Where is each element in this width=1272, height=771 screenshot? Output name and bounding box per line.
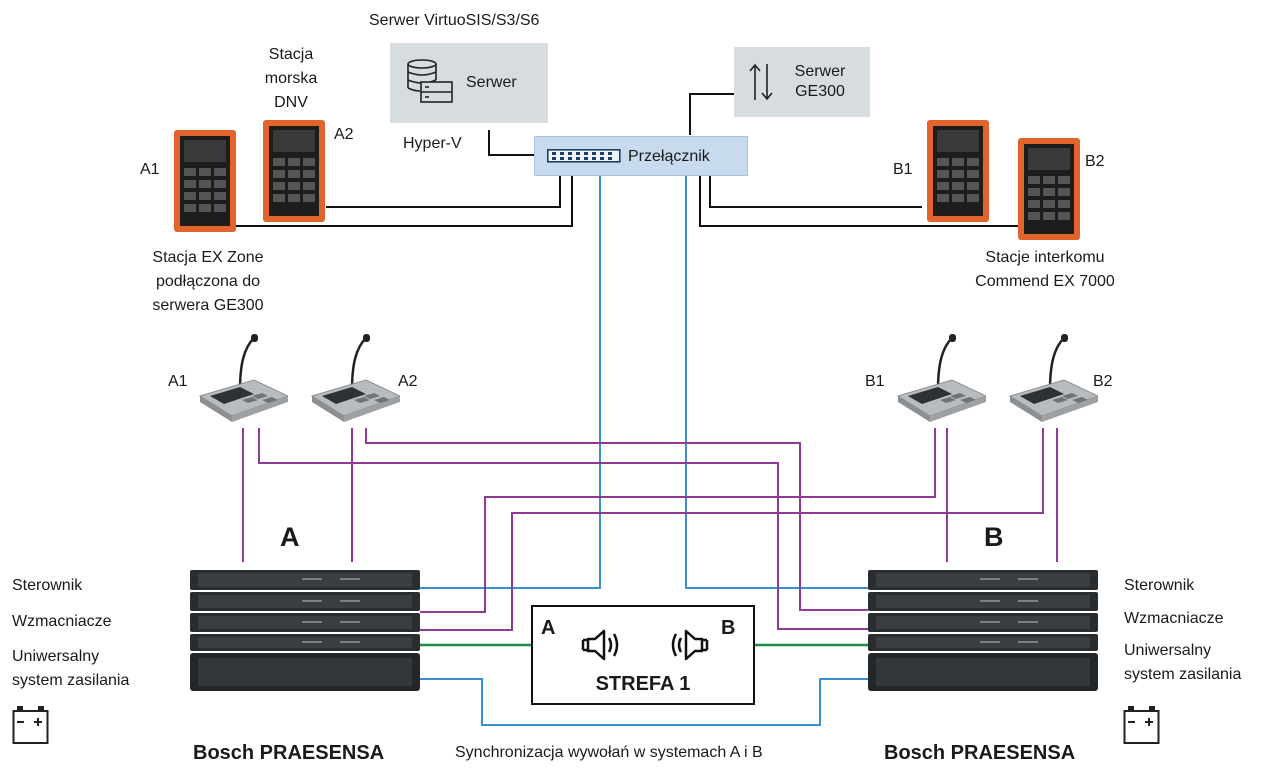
station-a1-top-label: A1 bbox=[140, 161, 160, 178]
intercom-station-b1 bbox=[927, 120, 989, 222]
ex-label-line1: Stacja EX Zone bbox=[152, 249, 264, 266]
intercom-station-a2 bbox=[263, 120, 325, 222]
sync-label: Synchronizacja wywołań w systemach A i B bbox=[455, 744, 763, 761]
speaker-b-icon bbox=[671, 629, 709, 661]
battery-icon bbox=[12, 706, 49, 744]
system-b-amplifiers-label: Wzmacniacze bbox=[1124, 610, 1224, 627]
intercom-label-line2: Commend EX 7000 bbox=[975, 273, 1115, 290]
a1-to-b bbox=[258, 428, 868, 630]
switch-to-system-b bbox=[685, 175, 868, 589]
sync-link bbox=[420, 678, 868, 726]
b2-to-a bbox=[420, 428, 1044, 631]
intercom-station-b2 bbox=[1018, 138, 1080, 240]
a2-to-b bbox=[365, 428, 868, 611]
dnv-label-line3: DNV bbox=[274, 94, 308, 111]
virtuosis-server: Serwer bbox=[390, 43, 548, 123]
ge300-label-line2: GE300 bbox=[795, 83, 845, 100]
call-station-a1-label: A1 bbox=[168, 373, 188, 390]
system-a-rack bbox=[190, 570, 420, 691]
call-station-a2-label: A2 bbox=[398, 373, 418, 390]
switch-label: Przełącznik bbox=[628, 148, 710, 165]
server-group-label: Serwer VirtuoSIS/S3/S6 bbox=[369, 12, 540, 29]
hyperv-cable bbox=[488, 130, 535, 156]
call-station-b2 bbox=[1008, 334, 1098, 422]
call-station-b2-label: B2 bbox=[1093, 373, 1113, 390]
system-b-controller-label: Sterownik bbox=[1124, 577, 1195, 594]
call-station-b1 bbox=[896, 334, 986, 422]
system-a-product-label: Bosch PRAESENSA bbox=[193, 742, 385, 764]
dnv-label-line2: morska bbox=[264, 70, 318, 87]
system-a-amplifiers-label: Wzmacniacze bbox=[12, 613, 112, 630]
ge300-label-line1: Serwer bbox=[794, 63, 846, 80]
dnv-station-cable bbox=[326, 175, 561, 208]
network-switch: Przełącznik bbox=[534, 136, 748, 176]
switch-ports-icon bbox=[547, 149, 621, 163]
intercom-station-a1 bbox=[174, 130, 236, 232]
ex-label-line3: serwera GE300 bbox=[152, 297, 264, 314]
dnv-label-line1: Stacja bbox=[268, 46, 314, 63]
speaker-a-icon bbox=[581, 629, 619, 661]
switch-to-system-a bbox=[420, 175, 601, 589]
station-b2-top-label: B2 bbox=[1085, 153, 1105, 170]
intercom-label-line1: Stacje interkomu bbox=[985, 249, 1105, 266]
hyperv-label: Hyper-V bbox=[403, 135, 462, 152]
battery-icon bbox=[1123, 706, 1160, 744]
zone-box: A B STREFA 1 bbox=[531, 605, 755, 705]
ex-station-cable bbox=[236, 175, 573, 227]
zone-input-a-label: A bbox=[541, 617, 556, 639]
system-b-power-line2: system zasilania bbox=[1124, 666, 1242, 683]
ge300-server: Serwer GE300 bbox=[734, 47, 870, 117]
call-station-a2 bbox=[310, 334, 400, 422]
up-down-arrows-icon bbox=[749, 63, 773, 101]
b1-to-a bbox=[420, 428, 936, 613]
system-a-power-line1: Uniwersalny bbox=[12, 648, 100, 665]
system-b-rack bbox=[868, 570, 1098, 691]
call-station-a1 bbox=[198, 334, 288, 422]
system-b-power-line1: Uniwersalny bbox=[1124, 642, 1212, 659]
zone-label: STREFA 1 bbox=[595, 673, 691, 695]
system-a-power-line2: system zasilania bbox=[12, 672, 130, 689]
b1-station-cable bbox=[709, 175, 922, 208]
station-b1-top-label: B1 bbox=[893, 161, 913, 178]
system-b-product-label: Bosch PRAESENSA bbox=[884, 742, 1076, 764]
b2-station-cable bbox=[699, 175, 1020, 227]
zone-input-b-label: B bbox=[721, 617, 736, 639]
server-label: Serwer bbox=[466, 74, 517, 91]
ge300-cable bbox=[689, 93, 734, 135]
call-station-b1-label: B1 bbox=[865, 373, 885, 390]
ex-label-line2: podłączona do bbox=[155, 273, 261, 290]
system-a-controller-label: Sterownik bbox=[12, 577, 83, 594]
station-a2-top-label: A2 bbox=[334, 126, 354, 143]
system-a-letter: A bbox=[280, 522, 300, 552]
server-icon bbox=[407, 59, 453, 103]
system-b-letter: B bbox=[984, 522, 1004, 552]
